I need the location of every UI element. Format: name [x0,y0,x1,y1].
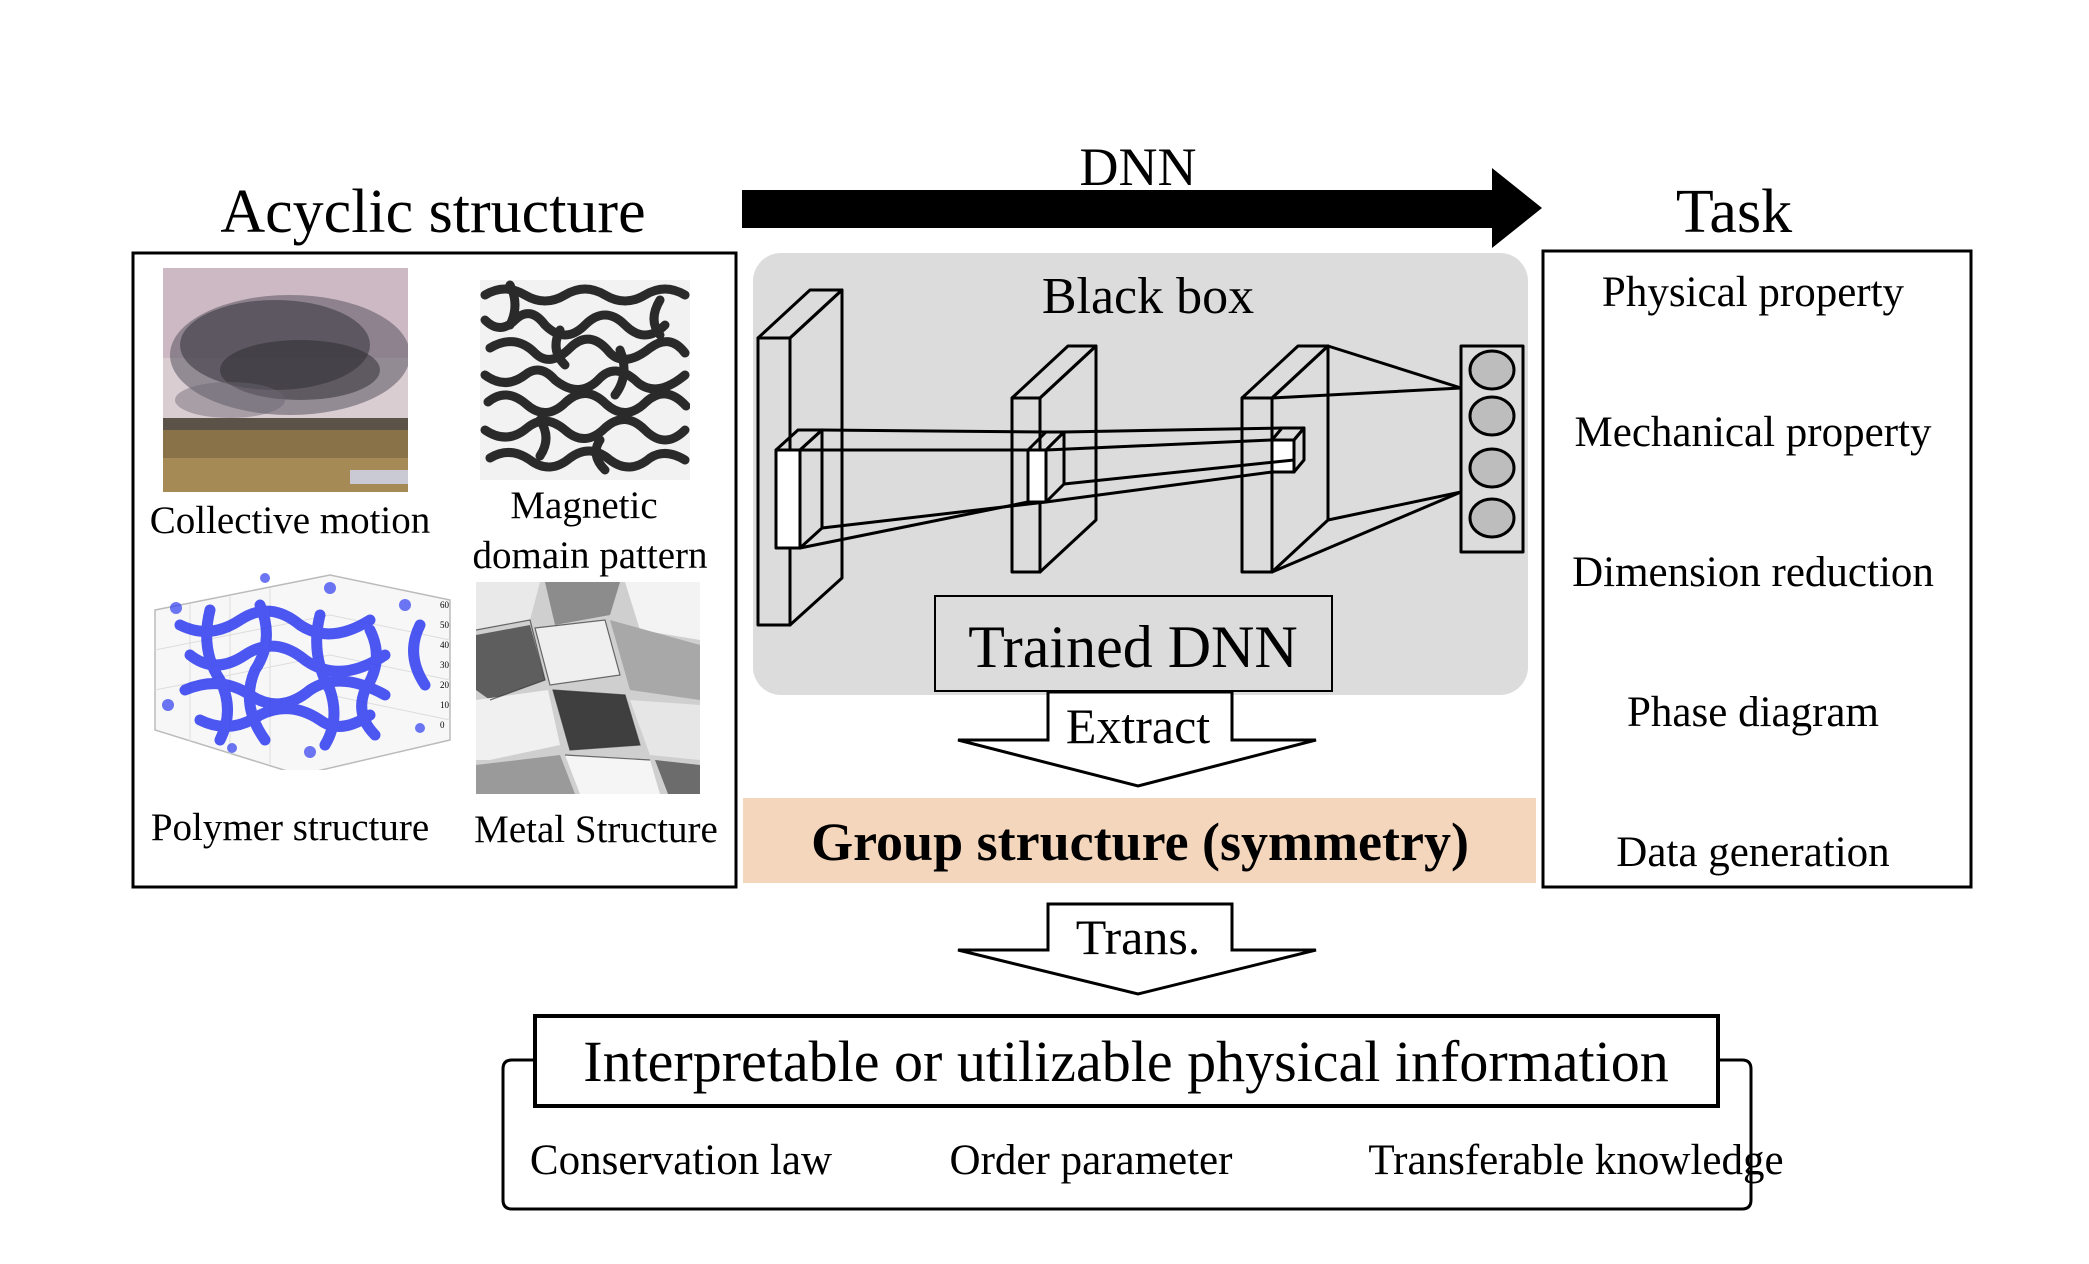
black-box-label: Black box [1042,268,1254,325]
task-item-physical-property: Physical property [1602,269,1905,316]
trained-dnn-box [934,595,1333,692]
group-structure-label: Group structure (symmetry) [811,812,1469,872]
acyclic-structure-title: Acyclic structure [220,178,645,246]
task-item-phase-diagram: Phase diagram [1627,689,1879,736]
trans-arrow [957,902,1317,996]
neural-network-schematic [756,288,1525,627]
magnetic-domain-image [480,280,690,480]
polymer-structure-label: Polymer structure [151,806,429,849]
group-structure-band [743,798,1536,883]
task-title: Task [1676,178,1792,246]
black-box-region [753,253,1528,695]
collective-motion-label: Collective motion [150,499,431,542]
trans-arrow-label: Trans. [1076,909,1201,965]
collective-motion-image [163,268,408,492]
physical-information-bracket [501,1058,1753,1211]
svg-text:50: 50 [440,620,450,630]
svg-text:10: 10 [440,700,450,710]
svg-text:0: 0 [440,720,445,730]
extract-arrow [957,690,1317,788]
svg-text:30: 30 [440,660,450,670]
physical-information-title-box [533,1014,1720,1108]
physical-information-title: Interpretable or utilizable physical inf… [583,1029,1669,1094]
trained-dnn-label: Trained DNN [968,614,1297,680]
order-parameter-label: Order parameter [950,1137,1233,1184]
svg-text:60: 60 [440,600,450,610]
polymer-structure-image: 60 50 40 30 20 10 0 [154,573,451,770]
output-neurons [1468,349,1516,539]
dnn-arrow [742,168,1542,248]
metal-structure-label: Metal Structure [474,808,718,851]
task-item-dimension-reduction: Dimension reduction [1572,549,1934,596]
acyclic-structure-panel [131,251,738,889]
transferable-knowledge-label: Transferable knowledge [1368,1137,1783,1184]
task-item-mechanical-property: Mechanical property [1575,409,1932,456]
svg-text:20: 20 [440,680,450,690]
svg-text:40: 40 [440,640,450,650]
task-panel [1541,249,1973,889]
magnetic-domain-label-line-2: domain pattern [472,534,707,577]
dnn-arrow-label: DNN [1080,137,1197,197]
extract-arrow-label: Extract [1066,698,1210,754]
metal-structure-image [476,582,700,794]
magnetic-domain-label-line-1: Magnetic [510,484,657,527]
conservation-law-label: Conservation law [530,1137,832,1184]
task-item-data-generation: Data generation [1616,829,1889,876]
